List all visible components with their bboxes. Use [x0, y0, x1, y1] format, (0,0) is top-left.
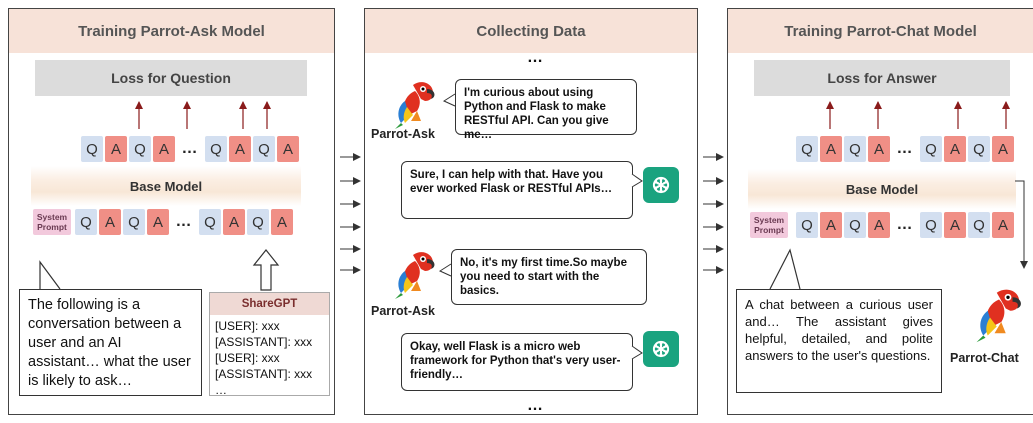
system-prompt-callout: The following is a conversation between …	[19, 289, 202, 396]
ellipsis-top: …	[527, 49, 544, 66]
answer-token: A	[944, 212, 966, 238]
question-token: Q	[968, 212, 990, 238]
question-token: Q	[920, 212, 942, 238]
arrows-ask-to-collect	[340, 153, 361, 274]
sharegpt-lines: [USER]: xxx [ASSISTANT]: xxx [USER]: xxx…	[210, 315, 329, 401]
ellipsis: …	[175, 213, 193, 230]
chatgpt-logo-icon	[652, 340, 670, 358]
base-model-bar: Base Model	[748, 169, 1016, 209]
answer-token: A	[153, 136, 175, 162]
answer-token: A	[992, 136, 1014, 162]
panel-training-parrot-ask: Training Parrot-Ask Model Loss for Quest…	[8, 8, 335, 415]
question-token: Q	[920, 136, 942, 162]
chatgpt-icon	[643, 331, 679, 367]
chatgpt-logo-icon	[652, 176, 670, 194]
answer-token: A	[868, 136, 890, 162]
ellipsis-bottom: …	[527, 397, 544, 414]
answer-token: A	[868, 212, 890, 238]
answer-token: A	[229, 136, 251, 162]
sharegpt-line: [ASSISTANT]: xxx	[215, 367, 313, 381]
panel-training-parrot-chat: Training Parrot-Chat Model Loss for Answ…	[727, 8, 1033, 415]
parrot-chat-icon	[976, 289, 1021, 343]
answer-token: A	[105, 136, 127, 162]
ellipsis: …	[181, 140, 199, 157]
sharegpt-line: [ASSISTANT]: xxx	[215, 335, 313, 349]
sharegpt-line: [USER]: xxx	[215, 319, 280, 333]
parrot-icon	[395, 82, 435, 129]
panel-title: Collecting Data	[365, 9, 697, 53]
answer-token: A	[147, 209, 169, 235]
message-bubble: I'm curious about using Python and Flask…	[455, 79, 637, 141]
question-token: Q	[247, 209, 269, 235]
question-token: Q	[253, 136, 275, 162]
token-row-top: Q A Q A … Q A Q A	[796, 136, 1032, 162]
ellipsis: …	[896, 216, 914, 233]
parrot-icon	[395, 252, 435, 299]
ellipsis: …	[896, 140, 914, 157]
message-bubble: No, it's my first time.So maybe you need…	[451, 249, 647, 305]
arrows-collect-to-chat	[703, 153, 724, 274]
question-token: Q	[81, 136, 103, 162]
panel-title: Training Parrot-Ask Model	[9, 9, 334, 53]
sharegpt-line: [USER]: xxx	[215, 351, 280, 365]
system-prompt-callout: A chat between a curious user and… The a…	[736, 289, 942, 393]
question-token: Q	[844, 136, 866, 162]
base-model-bar: Base Model	[31, 166, 301, 206]
token-row-top: Q A Q A … Q A Q A	[81, 136, 301, 162]
answer-token: A	[992, 212, 1014, 238]
question-token: Q	[844, 212, 866, 238]
sharegpt-box: ShareGPT [USER]: xxx [ASSISTANT]: xxx [U…	[209, 292, 330, 397]
answer-token: A	[277, 136, 299, 162]
question-token: Q	[199, 209, 221, 235]
message-bubble: Sure, I can help with that. Have you eve…	[401, 161, 633, 219]
answer-token: A	[820, 136, 842, 162]
system-prompt-token: System Prompt	[33, 209, 71, 235]
question-token: Q	[129, 136, 151, 162]
loss-for-question-bar: Loss for Question	[35, 60, 307, 96]
answer-token: A	[99, 209, 121, 235]
panel-collecting-data: Collecting Data … Parrot-Ask I'm curious…	[364, 8, 698, 415]
answer-token: A	[944, 136, 966, 162]
question-token: Q	[75, 209, 97, 235]
speaker-label: Parrot-Ask	[371, 304, 435, 318]
sharegpt-line: …	[215, 383, 227, 397]
question-token: Q	[796, 136, 818, 162]
answer-token: A	[223, 209, 245, 235]
token-row-bottom: System Prompt Q A Q A … Q A Q A	[33, 209, 303, 235]
token-row-bottom: System Prompt Q A Q A … Q A Q A	[750, 212, 1033, 238]
sharegpt-title: ShareGPT	[210, 293, 329, 315]
message-bubble: Okay, well Flask is a micro web framewor…	[401, 333, 633, 391]
question-token: Q	[123, 209, 145, 235]
panel-title: Training Parrot-Chat Model	[728, 9, 1033, 53]
answer-token: A	[271, 209, 293, 235]
speaker-label: Parrot-Ask	[371, 127, 435, 141]
parrot-chat-label: Parrot-Chat	[950, 351, 1019, 365]
answer-token: A	[820, 212, 842, 238]
loss-for-answer-bar: Loss for Answer	[754, 60, 1010, 96]
chatgpt-icon	[643, 167, 679, 203]
question-token: Q	[968, 136, 990, 162]
question-token: Q	[205, 136, 227, 162]
system-prompt-token: System Prompt	[750, 212, 788, 238]
question-token: Q	[796, 212, 818, 238]
